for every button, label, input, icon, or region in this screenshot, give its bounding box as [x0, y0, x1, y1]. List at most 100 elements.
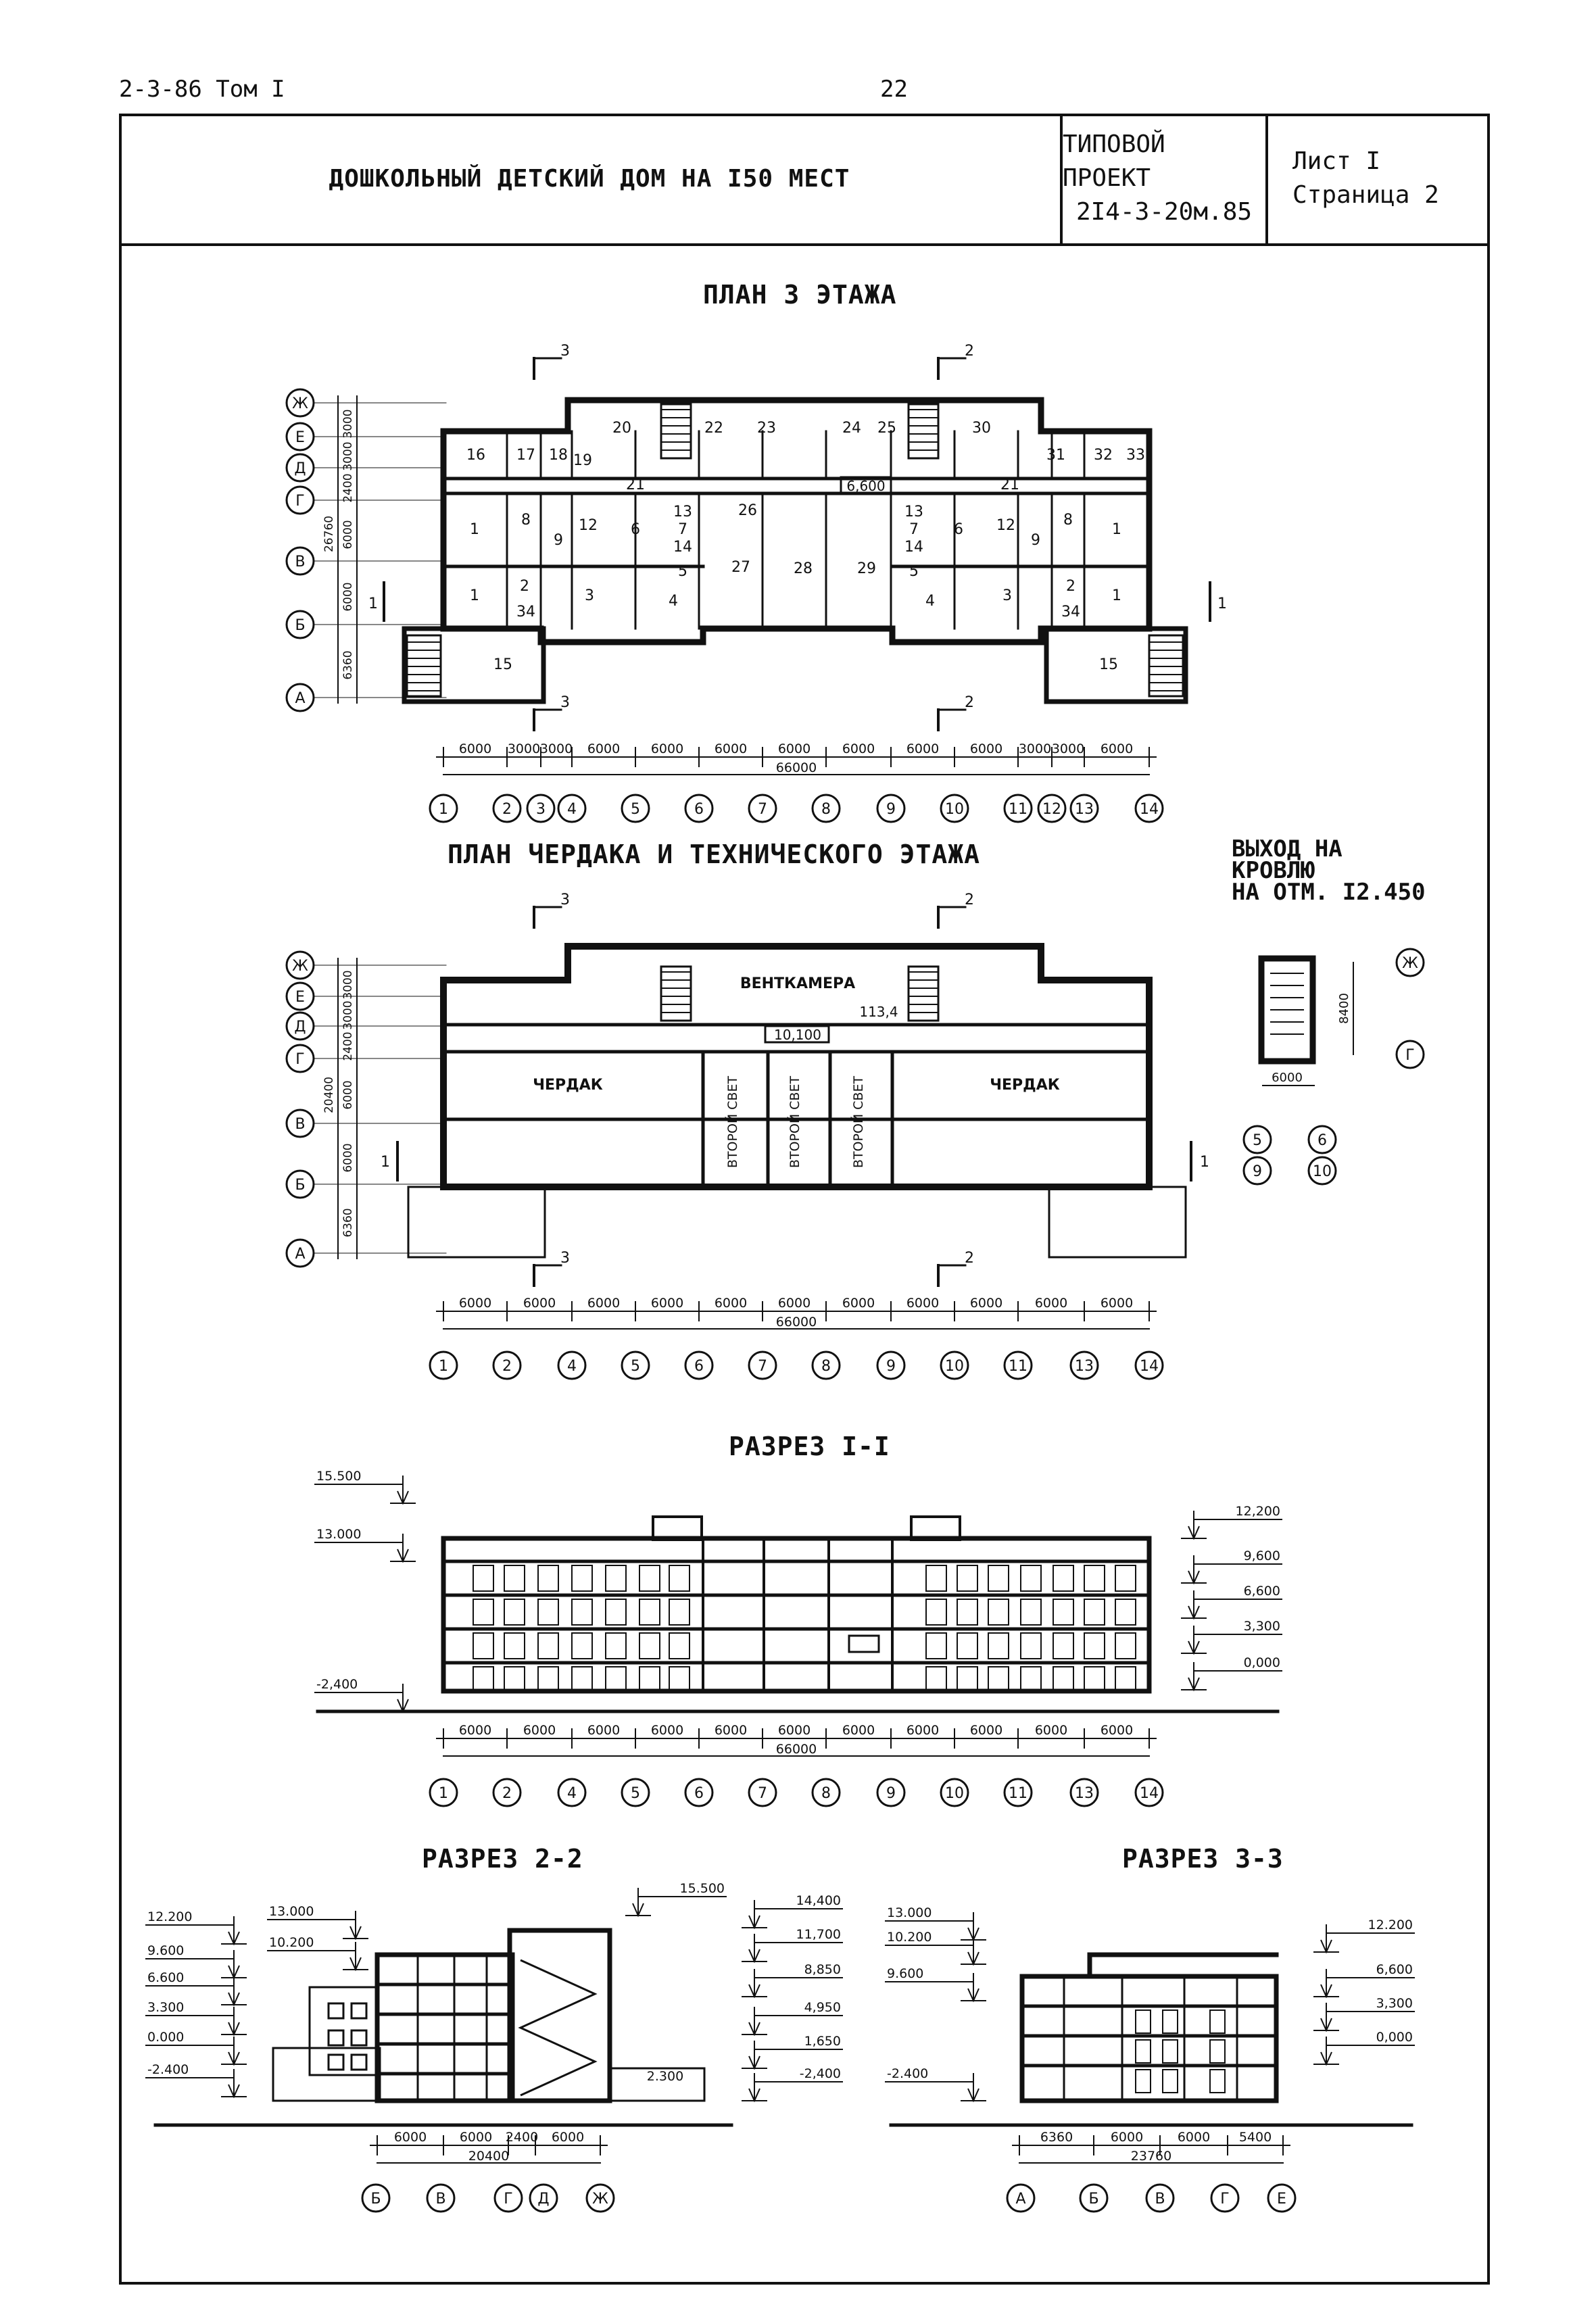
section2-axis-Ж: Ж [592, 2191, 608, 2208]
roof-exit-outline [1258, 955, 1316, 1065]
section1-mark-right: 9,600 [1244, 1549, 1280, 1563]
section3-opening [1209, 2009, 1226, 2034]
floor3-bottom-dim-value: 6000 [587, 741, 620, 756]
section1-bottom-dim-value: 6000 [651, 1723, 683, 1738]
attic-bottom-dim-value: 6000 [587, 1296, 620, 1311]
attic-axis-col-13-circle [1069, 1350, 1099, 1380]
attic-axis-col-2-circle [492, 1350, 522, 1380]
section1-opening [1020, 1632, 1042, 1659]
axis-col-10-circle [940, 794, 969, 823]
section1-bottom-dim-value: 6000 [587, 1723, 620, 1738]
axis-row-Д: Д [294, 460, 306, 477]
section1-axis-8-circle [811, 1778, 841, 1807]
section2-mark-right: 11,700 [796, 1927, 841, 1942]
attic-axis-col-14-circle [1134, 1350, 1164, 1380]
section1-axis-4-circle [557, 1778, 587, 1807]
axis-col-9-circle [876, 794, 906, 823]
room-number: 12 [996, 517, 1015, 534]
floor3-plan-title: ПЛАН 3 ЭТАЖА [703, 280, 897, 310]
floor3-bottom-dim-value: 6000 [906, 741, 939, 756]
section1-mark-right: 6,600 [1244, 1584, 1280, 1599]
attic-axis-row-Д: Д [294, 1019, 306, 1035]
room-number: 9 [554, 532, 563, 549]
section2-window [350, 2029, 368, 2047]
section3-mark-left: 13.000 [887, 1905, 932, 1920]
room-number: 32 [1094, 447, 1113, 464]
section2-axis-Д-circle [529, 2183, 558, 2213]
right-wing [1044, 626, 1188, 704]
section2-mark-mid: 13.000 [269, 1904, 314, 1919]
attic-axis-col-14: 14 [1140, 1358, 1159, 1375]
section3-mark-right: 12.200 [1368, 1918, 1413, 1932]
attic-axis-col-1: 1 [439, 1358, 448, 1375]
section1-mark-roof: 13.000 [316, 1527, 361, 1542]
section2-mark-right: 4,950 [804, 2000, 841, 2015]
section1-opening [1053, 1666, 1074, 1693]
attic-level-box [764, 1025, 830, 1044]
section3-bottom-dim-value: 6360 [1040, 2130, 1073, 2145]
project-label: ТИПОВОЙ ПРОЕКТ [1063, 130, 1165, 192]
axis-row-Ж: Ж [292, 395, 308, 412]
section-cut-label: 2 [965, 1250, 974, 1267]
attic-bottom-dim-value: 6000 [1035, 1296, 1067, 1311]
section1-opening [504, 1599, 525, 1626]
floor3-level-mark: 6,600 [846, 478, 885, 494]
floor3-bottom-dim-value: 6000 [459, 741, 491, 756]
section1-opening [1115, 1565, 1136, 1592]
section3-axis-Г: Г [1220, 2191, 1229, 2208]
section2-axis-Ж-circle [585, 2183, 615, 2213]
attic-axis-col-9: 9 [886, 1358, 896, 1375]
section1-bottom-dim-value: 6000 [459, 1723, 491, 1738]
document-code: 2-3-86 Том I [119, 76, 285, 103]
section1-axis-9-circle [876, 1778, 906, 1807]
page-label: Страница 2 [1292, 181, 1439, 209]
section1-bottom-dim-value: 6000 [1101, 1723, 1133, 1738]
room-number: 7 [909, 521, 919, 538]
attic-bottom-dim-value: 6000 [715, 1296, 747, 1311]
axis-col-10: 10 [945, 801, 964, 818]
attic-axis-row-Ж: Ж [292, 958, 308, 975]
section1-opening [1115, 1666, 1136, 1693]
roof-exit-line-3: НА ОТМ. I2.450 [1232, 879, 1426, 906]
roof-exit-axis-5-circle [1242, 1125, 1272, 1154]
room-number: 4 [925, 593, 935, 610]
axis-row-Е: Е [295, 429, 305, 446]
roof-exit-line-1: ВЫХОД НА [1232, 835, 1343, 862]
section1-opening [537, 1632, 559, 1659]
room-number: 1 [470, 521, 479, 538]
section1-bottom-dim-value: 6000 [1035, 1723, 1067, 1738]
section1-opening [925, 1666, 947, 1693]
roof-exit-axis-10: 10 [1313, 1163, 1332, 1180]
section-cut-label: 1 [1217, 595, 1227, 612]
section1-axis-5-circle [621, 1778, 650, 1807]
section3-axis-Е: Е [1277, 2191, 1286, 2208]
section1-opening [925, 1599, 947, 1626]
vent-chamber-label: ВЕНТКАМЕРА [740, 975, 855, 992]
section1-opening [504, 1565, 525, 1592]
attic-axis-row-В: В [295, 1116, 305, 1133]
left-wing [402, 626, 546, 704]
section1-box [848, 1634, 880, 1653]
axis-col-6: 6 [694, 801, 704, 818]
axis-col-8-circle [811, 794, 841, 823]
section1-opening [639, 1632, 660, 1659]
attic-axis-col-8-circle [811, 1350, 841, 1380]
section1-opening [639, 1565, 660, 1592]
axis-col-4-circle [557, 794, 587, 823]
stair-right [907, 403, 940, 460]
section-cut-label: 3 [560, 343, 570, 360]
section1-axis-1-circle [429, 1778, 458, 1807]
section1-opening [957, 1666, 978, 1693]
room-number: 25 [877, 420, 896, 437]
axis-col-3: 3 [536, 801, 546, 818]
roof-exit-axis-6: 6 [1317, 1132, 1327, 1149]
floor3-bottom-dim-value: 6000 [1101, 741, 1133, 756]
left-wing-roof [407, 1186, 546, 1259]
sheet-number: Лист I [1292, 147, 1381, 175]
section3-opening [1162, 2009, 1178, 2034]
section1-opening [537, 1565, 559, 1592]
attic-axis-col-7: 7 [758, 1358, 767, 1375]
section2-stair-flights [518, 1959, 598, 2097]
section2-ramp-mark: 2.300 [647, 2069, 683, 2084]
